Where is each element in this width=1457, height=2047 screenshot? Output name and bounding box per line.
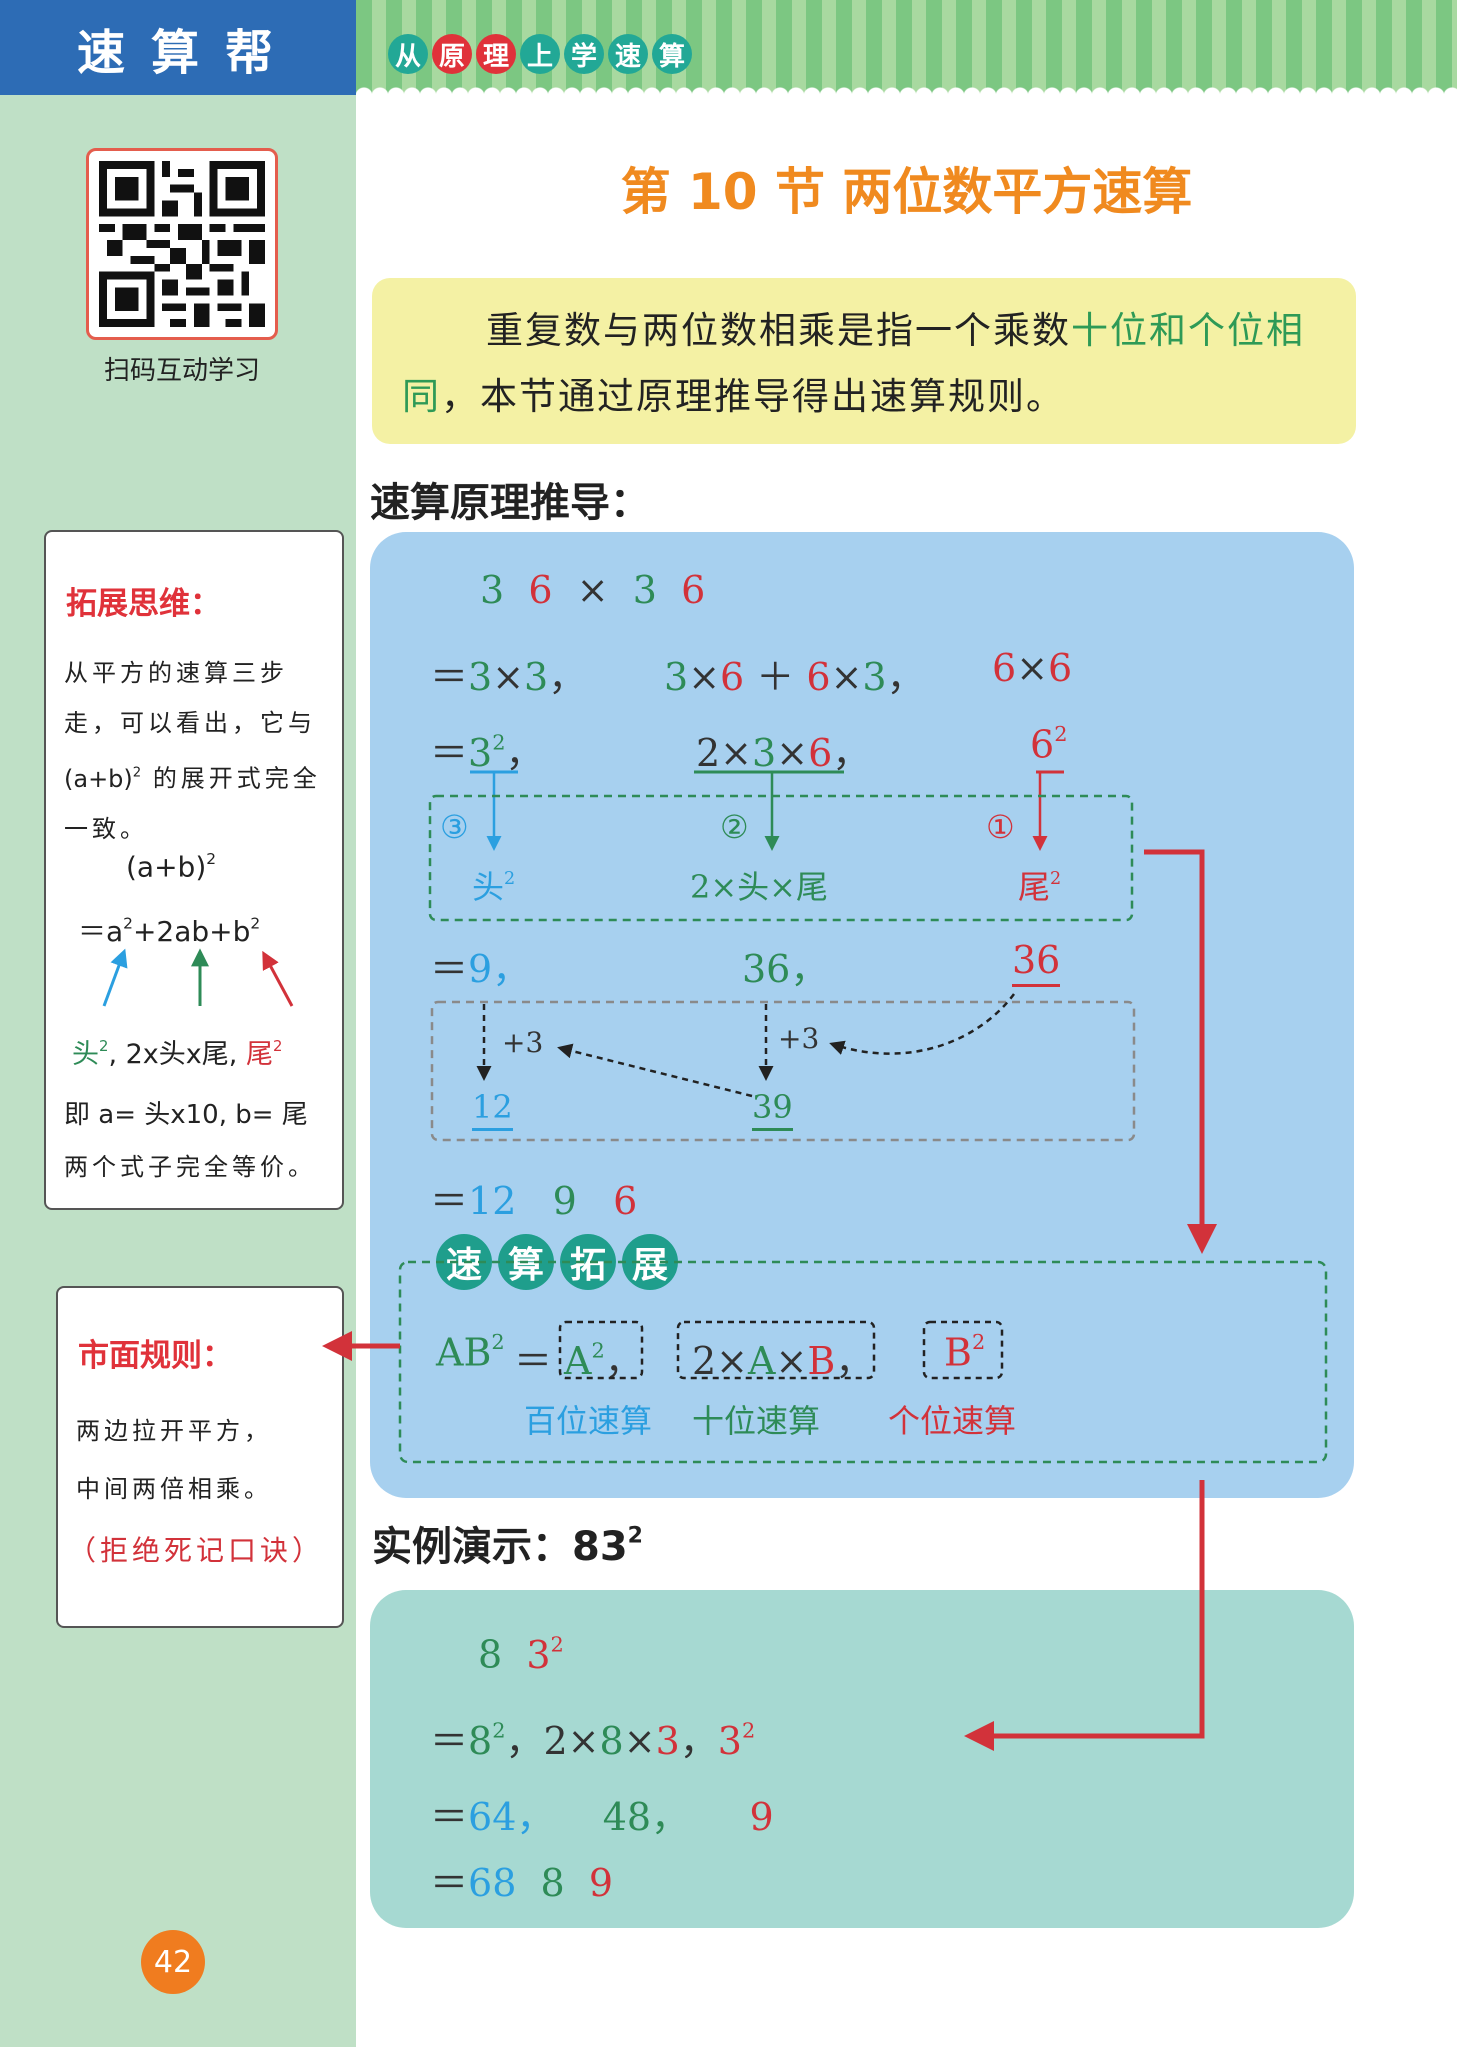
carry-left: +3 <box>502 1026 544 1059</box>
example-expand: ＝82，2×8×3，32 <box>430 1718 756 1763</box>
problem-row: 3 6 × 3 6 <box>480 568 706 612</box>
expand-row: ＝3×3， <box>430 655 587 699</box>
badge-char: 拓 <box>560 1234 616 1290</box>
example-problem: 8 32 <box>478 1632 564 1677</box>
step-label-1: ① <box>986 808 1015 846</box>
carry-result-right: 39 <box>752 1088 793 1131</box>
brand-title: 速算帮 <box>76 24 299 81</box>
qr-caption: 扫码互动学习 <box>103 356 260 386</box>
page-number: 42 <box>141 1930 205 1994</box>
part-tail: 尾2 <box>1018 868 1062 906</box>
expand-heading: 拓展思维： <box>66 586 221 622</box>
badge-char: 展 <box>622 1234 678 1290</box>
ext-term-a: A2， <box>564 1338 643 1383</box>
expand-note-1: 即 a= 头x10, b= 尾 <box>64 1100 308 1130</box>
result-row: ＝9， <box>430 947 531 991</box>
slogan-char: 从 <box>388 34 428 74</box>
qr-code-icon <box>99 161 265 327</box>
expand-body: 从平方的速算三步走，可以看出，它与(a+b)2 的展开式完全一致。 <box>64 659 321 843</box>
expand-term-labels: 头2, 2x头x尾, 尾2 <box>72 1037 283 1070</box>
result-right: 36 <box>1012 938 1061 987</box>
slogan: 从原理上学速算 <box>388 34 692 74</box>
slogan-char: 上 <box>520 34 560 74</box>
market-line-3: （拒绝死记口诀） <box>68 1534 325 1567</box>
derivation-label: 速算原理推导： <box>370 480 650 526</box>
slogan-char: 理 <box>476 34 516 74</box>
place-label-hundreds: 百位速算 <box>524 1402 653 1440</box>
market-line-1: 两边拉开平方， <box>76 1417 272 1445</box>
part-middle: 2×头×尾 <box>690 868 828 906</box>
expand-formula-1: (a+b)2 <box>126 850 217 884</box>
badge-char: 算 <box>498 1234 554 1290</box>
market-heading: 市面规则： <box>78 1338 233 1374</box>
section-title: 第 10 节 两位数平方速算 <box>620 163 1193 221</box>
badge-char: 速 <box>436 1234 492 1290</box>
slogan-char: 学 <box>564 34 604 74</box>
slogan-char: 算 <box>652 34 692 74</box>
slogan-char: 速 <box>608 34 648 74</box>
expand-formula-2: ＝a2+2ab+b2 <box>78 914 261 948</box>
expand-row-middle: 3×6 ＋ 6×3， <box>664 655 925 699</box>
qr-code-card[interactable] <box>86 148 278 340</box>
carry-right: +3 <box>778 1022 820 1055</box>
step-label-2: ② <box>720 808 749 846</box>
ext-term-b: B2 <box>944 1330 986 1375</box>
intro-box: 重复数与两位数相乘是指一个乘数十位和个位相同，本节通过原理推导得出速算规则。 <box>372 278 1356 444</box>
example-results: ＝64， 48， 9 <box>430 1795 774 1839</box>
square-row-right: 62 <box>1030 722 1068 767</box>
market-line-2: 中间两倍相乘。 <box>76 1475 272 1503</box>
slogan-char: 原 <box>432 34 472 74</box>
step-label-3: ③ <box>440 808 469 846</box>
brand-bar: 速算帮 <box>0 0 356 95</box>
ext-formula-lhs: AB2 <box>436 1330 505 1375</box>
expand-thinking-box: 拓展思维： 从平方的速算三步走，可以看出，它与(a+b)2 的展开式完全一致。 … <box>44 530 344 1210</box>
square-row: ＝32， <box>430 730 544 775</box>
final-row: ＝12 9 6 <box>430 1179 638 1223</box>
ext-term-ab: 2×A×B， <box>692 1339 874 1383</box>
speed-extension-badge: 速算拓展 <box>436 1234 678 1290</box>
place-label-tens: 十位速算 <box>692 1402 821 1440</box>
result-middle: 36， <box>742 947 829 991</box>
place-label-ones: 个位速算 <box>888 1402 1017 1440</box>
part-head: 头2 <box>472 868 516 906</box>
square-row-middle: 2×3×6， <box>696 731 871 775</box>
expand-note-2: 两个式子完全等价。 <box>64 1153 316 1181</box>
carry-result-left: 12 <box>472 1088 513 1131</box>
example-label: 实例演示：832 <box>372 1523 643 1570</box>
expand-row-right: 6×6 <box>992 646 1073 690</box>
ext-equals: ＝ <box>514 1339 553 1383</box>
example-final: ＝68 8 9 <box>430 1861 614 1905</box>
market-rule-box: 市面规则： 两边拉开平方， 中间两倍相乘。 （拒绝死记口诀） <box>56 1286 344 1628</box>
